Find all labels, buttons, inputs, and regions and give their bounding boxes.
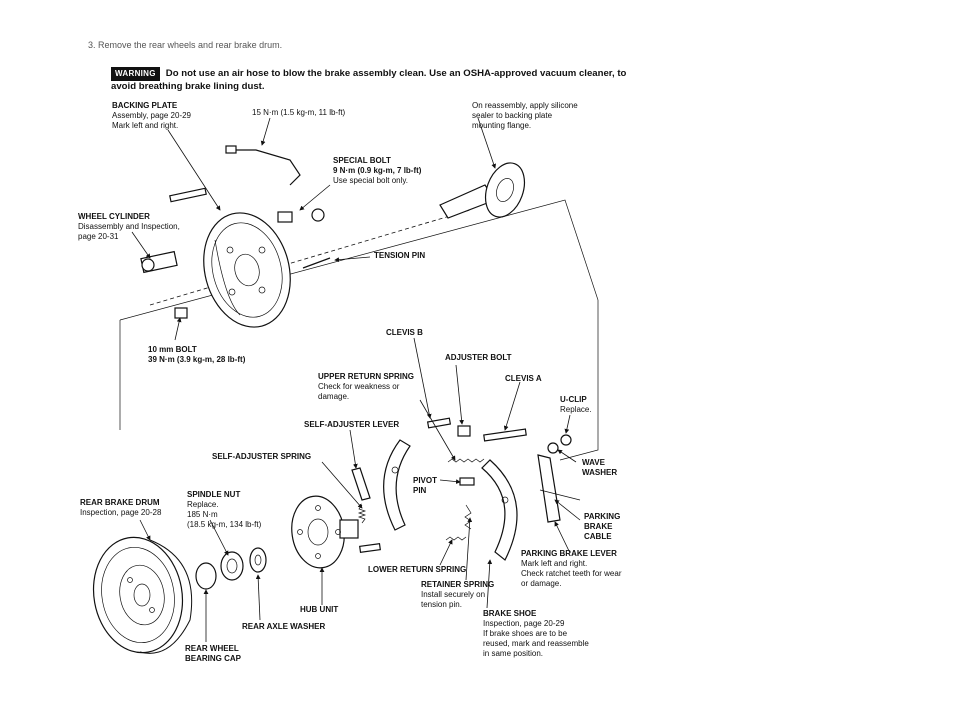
self-adjuster-spring-part [357,504,367,524]
brake-line [232,149,301,186]
pivot-pin-label: PIVOT PIN [413,476,438,495]
brake-shoe-part [383,439,518,561]
retainer-spring-part [464,504,472,530]
bearing-cap-label: REAR WHEEL BEARING CAP [185,644,242,663]
ten-mm-bolt-label: 10 mm BOLT 39 N·m (3.9 kg-m, 28 lb-ft) [148,345,246,364]
backing-plate-label: BACKING PLATE Assembly, page 20-29 Mark … [112,101,192,130]
spindle-part [439,162,526,219]
special-bolt-part [277,211,293,223]
special-bolt-label: SPECIAL BOLT 9 N·m (0.9 kg-m, 7 lb-ft) U… [333,156,422,185]
rear-axle-washer-label: REAR AXLE WASHER [242,622,326,631]
clevis-b-part [426,417,452,429]
bearing-cap-part [195,562,217,590]
backing-plate-bolt [169,187,207,203]
parking-brake-lever-label: PARKING BRAKE LEVER Mark left and right.… [521,549,622,588]
clevis-a-label: CLEVIS A [505,374,542,383]
self-adjuster-spring-label: SELF-ADJUSTER SPRING [212,452,312,461]
tension-pin-label: TENSION PIN [374,251,426,260]
pivot-pin-part [459,477,475,486]
brake-line-fitting [225,145,237,154]
spindle-nut-label: SPINDLE NUT Replace. 185 N·m (18.5 kg-m,… [187,490,262,529]
retainer-spring-label: RETAINER SPRING Install securely on tens… [421,580,495,609]
rear-brake-drum-part [92,536,193,654]
special-bolt-washer [311,208,325,222]
clevis-a-part [483,428,527,442]
warning-badge: WARNING [111,67,160,81]
upper-return-spring-part [447,458,485,463]
clevis-b-label: CLEVIS B [386,328,423,337]
hub-bolt-part [359,542,381,554]
step-instruction: 3. Remove the rear wheels and rear brake… [88,40,283,50]
ten-mm-bolt-part [174,307,188,319]
parking-brake-lever-part [537,454,561,523]
hub-unit-label: HUB UNIT [300,605,339,614]
adjuster-bolt-part [457,425,471,437]
torque-15-label: 15 N·m (1.5 kg-m, 11 lb-ft) [252,108,346,117]
self-adjuster-lever-part [351,467,371,501]
hub-unit-part [291,495,359,569]
warning-text: Do not use an air hose to blow the brake… [111,68,627,92]
wheel-cylinder-part [140,250,178,274]
parking-brake-cable-part [539,489,581,501]
u-clip-part [560,434,572,446]
tension-pin-part [302,257,331,269]
wheel-cylinder-label: WHEEL CYLINDER Disassembly and Inspectio… [78,212,180,241]
self-adjuster-lever-label: SELF-ADJUSTER LEVER [304,420,400,429]
adjuster-bolt-label: ADJUSTER BOLT [445,353,512,362]
u-clip-label: U-CLIP Replace. [560,395,592,414]
lower-return-spring-label: LOWER RETURN SPRING [368,565,467,574]
backing-plate-part [203,212,291,328]
leader-lines [131,117,581,642]
brake-shoe-label: BRAKE SHOE Inspection, page 20-29 If bra… [483,609,589,658]
rear-axle-washer-part [249,547,267,573]
wave-washer-part [547,442,559,454]
silicone-note-label: On reassembly, apply silicone sealer to … [472,101,578,130]
lower-return-spring-part [445,536,467,541]
parking-brake-cable-label: PARKING BRAKE CABLE [584,512,621,541]
upper-return-spring-label: UPPER RETURN SPRING Check for weakness o… [318,372,415,401]
assembly-frame [119,199,599,461]
wave-washer-label: WAVE WASHER [582,458,618,477]
rear-brake-drum-label: REAR BRAKE DRUM Inspection, page 20-28 [80,498,162,517]
spindle-nut-part [220,551,244,581]
